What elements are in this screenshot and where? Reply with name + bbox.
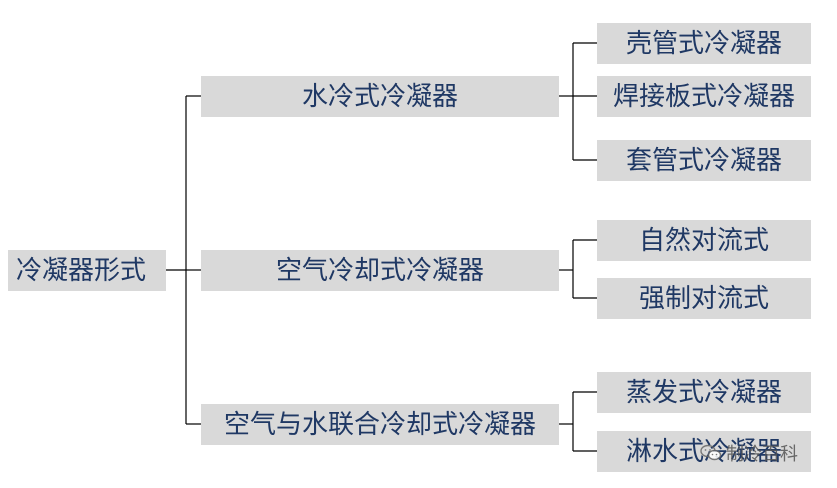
watermark-text: 制冷百科 [726,444,798,465]
leaf-node-brazed-plate: 焊接板式冷凝器 [597,76,811,117]
leaf-node-tube-in-tube: 套管式冷凝器 [597,140,811,181]
root-node: 冷凝器形式 [8,250,166,291]
leaf-node-forced-convection: 强制对流式 [597,278,811,319]
leaf-node-spray: 淋水式冷凝器 [597,431,811,472]
watermark: 制冷百科 [700,440,798,466]
branch-node-water-cooled: 水冷式冷凝器 [201,76,559,117]
branch-node-air-water-combined: 空气与水联合冷却式冷凝器 [201,404,559,445]
leaf-node-natural-convection: 自然对流式 [597,220,811,261]
branch-node-air-cooled: 空气冷却式冷凝器 [201,250,559,291]
leaf-node-evaporative: 蒸发式冷凝器 [597,372,811,413]
leaf-node-shell-tube: 壳管式冷凝器 [597,23,811,64]
wechat-icon [700,444,722,461]
